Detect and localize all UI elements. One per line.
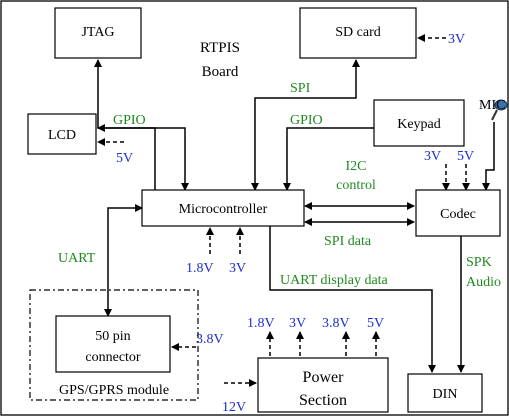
uart-display-label: UART display data <box>280 273 389 288</box>
gpio-keypad-link <box>283 127 374 191</box>
keypad-label: Keypad <box>397 117 441 132</box>
spi-link <box>251 59 360 191</box>
mcu-1v8-label: 1.8V <box>186 261 214 276</box>
connector-block: 50 pin connector <box>55 315 171 373</box>
board-title-line2: Board <box>202 64 239 80</box>
gpio-lcd-label: GPIO <box>113 113 146 128</box>
jtag-block: JTAG <box>54 7 142 59</box>
power-out-1v8-label: 1.8V <box>247 316 275 331</box>
power-section-label-1: Power <box>303 369 345 386</box>
uart-display-link <box>269 226 436 373</box>
mic-label: MIC <box>479 98 505 113</box>
lcd-block: LCD <box>27 113 97 155</box>
codec-5v-label: 5V <box>457 149 474 164</box>
uart-label: UART <box>58 251 96 266</box>
codec-3v-label: 3V <box>424 149 441 164</box>
power-section-label-2: Section <box>299 392 347 409</box>
uart-link <box>104 204 143 317</box>
power-section-block: Power Section <box>257 357 389 413</box>
spi-label: SPI <box>290 81 311 96</box>
keypad-block: Keypad <box>373 99 465 147</box>
gps-module-label: GPS/GPRS module <box>59 383 169 398</box>
spi-data-label: SPI data <box>324 234 372 249</box>
codec-block: Codec <box>415 189 501 237</box>
board-title-line1: RTPIS <box>200 40 240 56</box>
connector-voltage-label: 3.8V <box>196 332 224 347</box>
gps-module-frame <box>29 289 199 401</box>
power-out-5v-label: 5V <box>367 316 384 331</box>
sd-card-label: SD card <box>335 25 381 40</box>
sd-voltage-label: 3V <box>448 32 465 47</box>
i2c-label-2: control <box>336 178 376 193</box>
lcd-voltage-label: 5V <box>116 151 133 166</box>
connector-label-1: 50 pin <box>95 329 130 344</box>
codec-label: Codec <box>440 207 476 222</box>
mcu-3v-label: 3V <box>229 261 246 276</box>
mic-link <box>482 122 495 191</box>
microcontroller-block: Microcontroller <box>141 189 305 227</box>
power-out-3v-label: 3V <box>289 316 306 331</box>
audio-label: Audio <box>466 275 501 290</box>
lcd-label: LCD <box>48 128 76 143</box>
spk-label: SPK <box>466 255 492 270</box>
power-out-3v8-label: 3.8V <box>322 316 350 331</box>
microcontroller-label: Microcontroller <box>179 202 268 217</box>
power-in-label: 12V <box>222 400 246 415</box>
sd-card-block: SD card <box>299 7 417 59</box>
mic-icon <box>491 99 508 121</box>
i2c-label-1: I2C <box>346 159 367 174</box>
connector-label-2: connector <box>85 350 141 365</box>
gpio-lcd-link <box>97 124 156 190</box>
jtag-label: JTAG <box>81 25 114 40</box>
gpio-keypad-label: GPIO <box>290 113 323 128</box>
din-label: DIN <box>433 387 458 402</box>
din-block: DIN <box>407 373 483 413</box>
